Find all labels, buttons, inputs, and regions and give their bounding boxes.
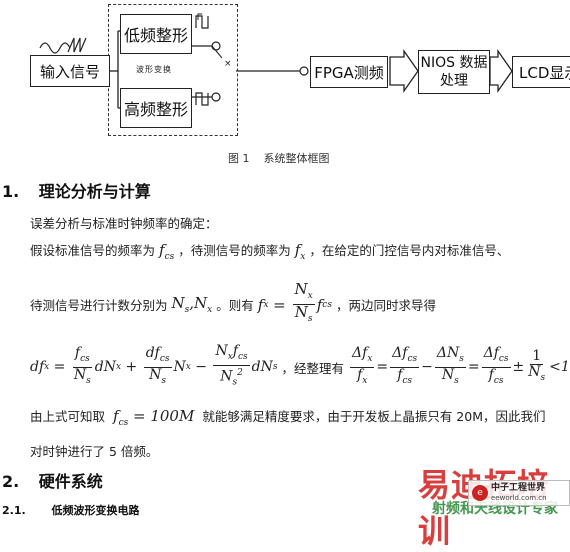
section1-number: 1. bbox=[2, 182, 20, 201]
watermark-logo-text: 中子工程世界 bbox=[491, 483, 546, 493]
line1-text-c: ，在给定的门控信号内对标准信号、 bbox=[309, 243, 510, 258]
section1-line4: 由上式可知取 fcs = 100M 就能够满足精度要求，由于开发板上晶振只有 2… bbox=[30, 406, 546, 428]
svg-text:×: × bbox=[224, 59, 232, 69]
subsection-heading: 2.1. 低频波形变换电路 bbox=[2, 502, 140, 518]
section1-line1: 假设标准信号的频率为 fcs ，待测信号的频率为 fx ，在给定的门控信号内对标… bbox=[30, 240, 509, 262]
nios-label-line2: 处理 bbox=[440, 73, 468, 89]
formula-fcs: fcs bbox=[159, 241, 175, 262]
section2-number: 2. bbox=[2, 472, 20, 491]
watermark-logo: e 中子工程世界 eeworld.com.cn bbox=[468, 480, 570, 506]
lcd-label: LCD显示 bbox=[519, 63, 570, 82]
section2-title: 硬件系统 bbox=[38, 472, 103, 491]
line1-text-b: ，待测信号的频率为 bbox=[178, 243, 291, 258]
line2-text-a: 待测信号进行计数分别为 bbox=[30, 298, 168, 313]
subsection-title: 低频波形变换电路 bbox=[51, 504, 140, 517]
formula-fx: fx bbox=[294, 241, 306, 262]
section1-heading: 1. 理论分析与计算 bbox=[2, 178, 151, 202]
section2-heading: 2. 硬件系统 bbox=[2, 468, 103, 492]
line4-text-a: 由上式可知取 bbox=[30, 409, 106, 424]
line2-text-c: ，两边同时求导得 bbox=[335, 298, 436, 313]
section1-line5: 对时钟进行了 5 倍频。 bbox=[30, 444, 159, 459]
lcd-block: LCD显示 bbox=[512, 56, 570, 88]
low-freq-shaping-block: 低频整形 bbox=[120, 14, 192, 54]
input-signal-label: 输入信号 bbox=[39, 62, 100, 81]
section1-intro: 误差分析与标准时钟频率的确定： bbox=[30, 216, 218, 231]
subsection-number: 2.1. bbox=[2, 504, 26, 517]
fpga-label: FPGA测频 bbox=[314, 63, 384, 82]
low-freq-shaping-label: 低频整形 bbox=[123, 26, 188, 45]
high-freq-shaping-block: 高频整形 bbox=[120, 88, 192, 128]
figure-caption: 图 1 系统整体框图 bbox=[228, 152, 330, 165]
formula-counts: Ns,Nx bbox=[171, 294, 213, 315]
watermark-url: eeworld.com.cn bbox=[491, 494, 547, 502]
line3-text-mid: ，经整理有 bbox=[281, 360, 345, 376]
line1-text-a: 假设标准信号的频率为 bbox=[30, 243, 156, 258]
nios-label-line1: NIOS 数据 bbox=[420, 55, 488, 71]
block-diagram-lines: × bbox=[39, 13, 513, 109]
nios-block: NIOS 数据 处理 bbox=[418, 50, 490, 94]
line4-text-b: 就能够满足精度要求，由于开发板上晶振只有 20M，因此我们 bbox=[202, 409, 546, 424]
wave-transform-label: 波形变换 bbox=[136, 65, 172, 74]
section1-title: 理论分析与计算 bbox=[38, 182, 151, 201]
input-signal-block: 输入信号 bbox=[30, 55, 110, 87]
line2-text-b: 。则有 bbox=[216, 298, 254, 313]
fpga-block: FPGA测频 bbox=[310, 56, 388, 88]
formula-fcs-value: fcs = 100M bbox=[113, 407, 195, 428]
watermark-logo-icon: e bbox=[472, 485, 488, 501]
high-freq-shaping-label: 高频整形 bbox=[123, 100, 188, 119]
